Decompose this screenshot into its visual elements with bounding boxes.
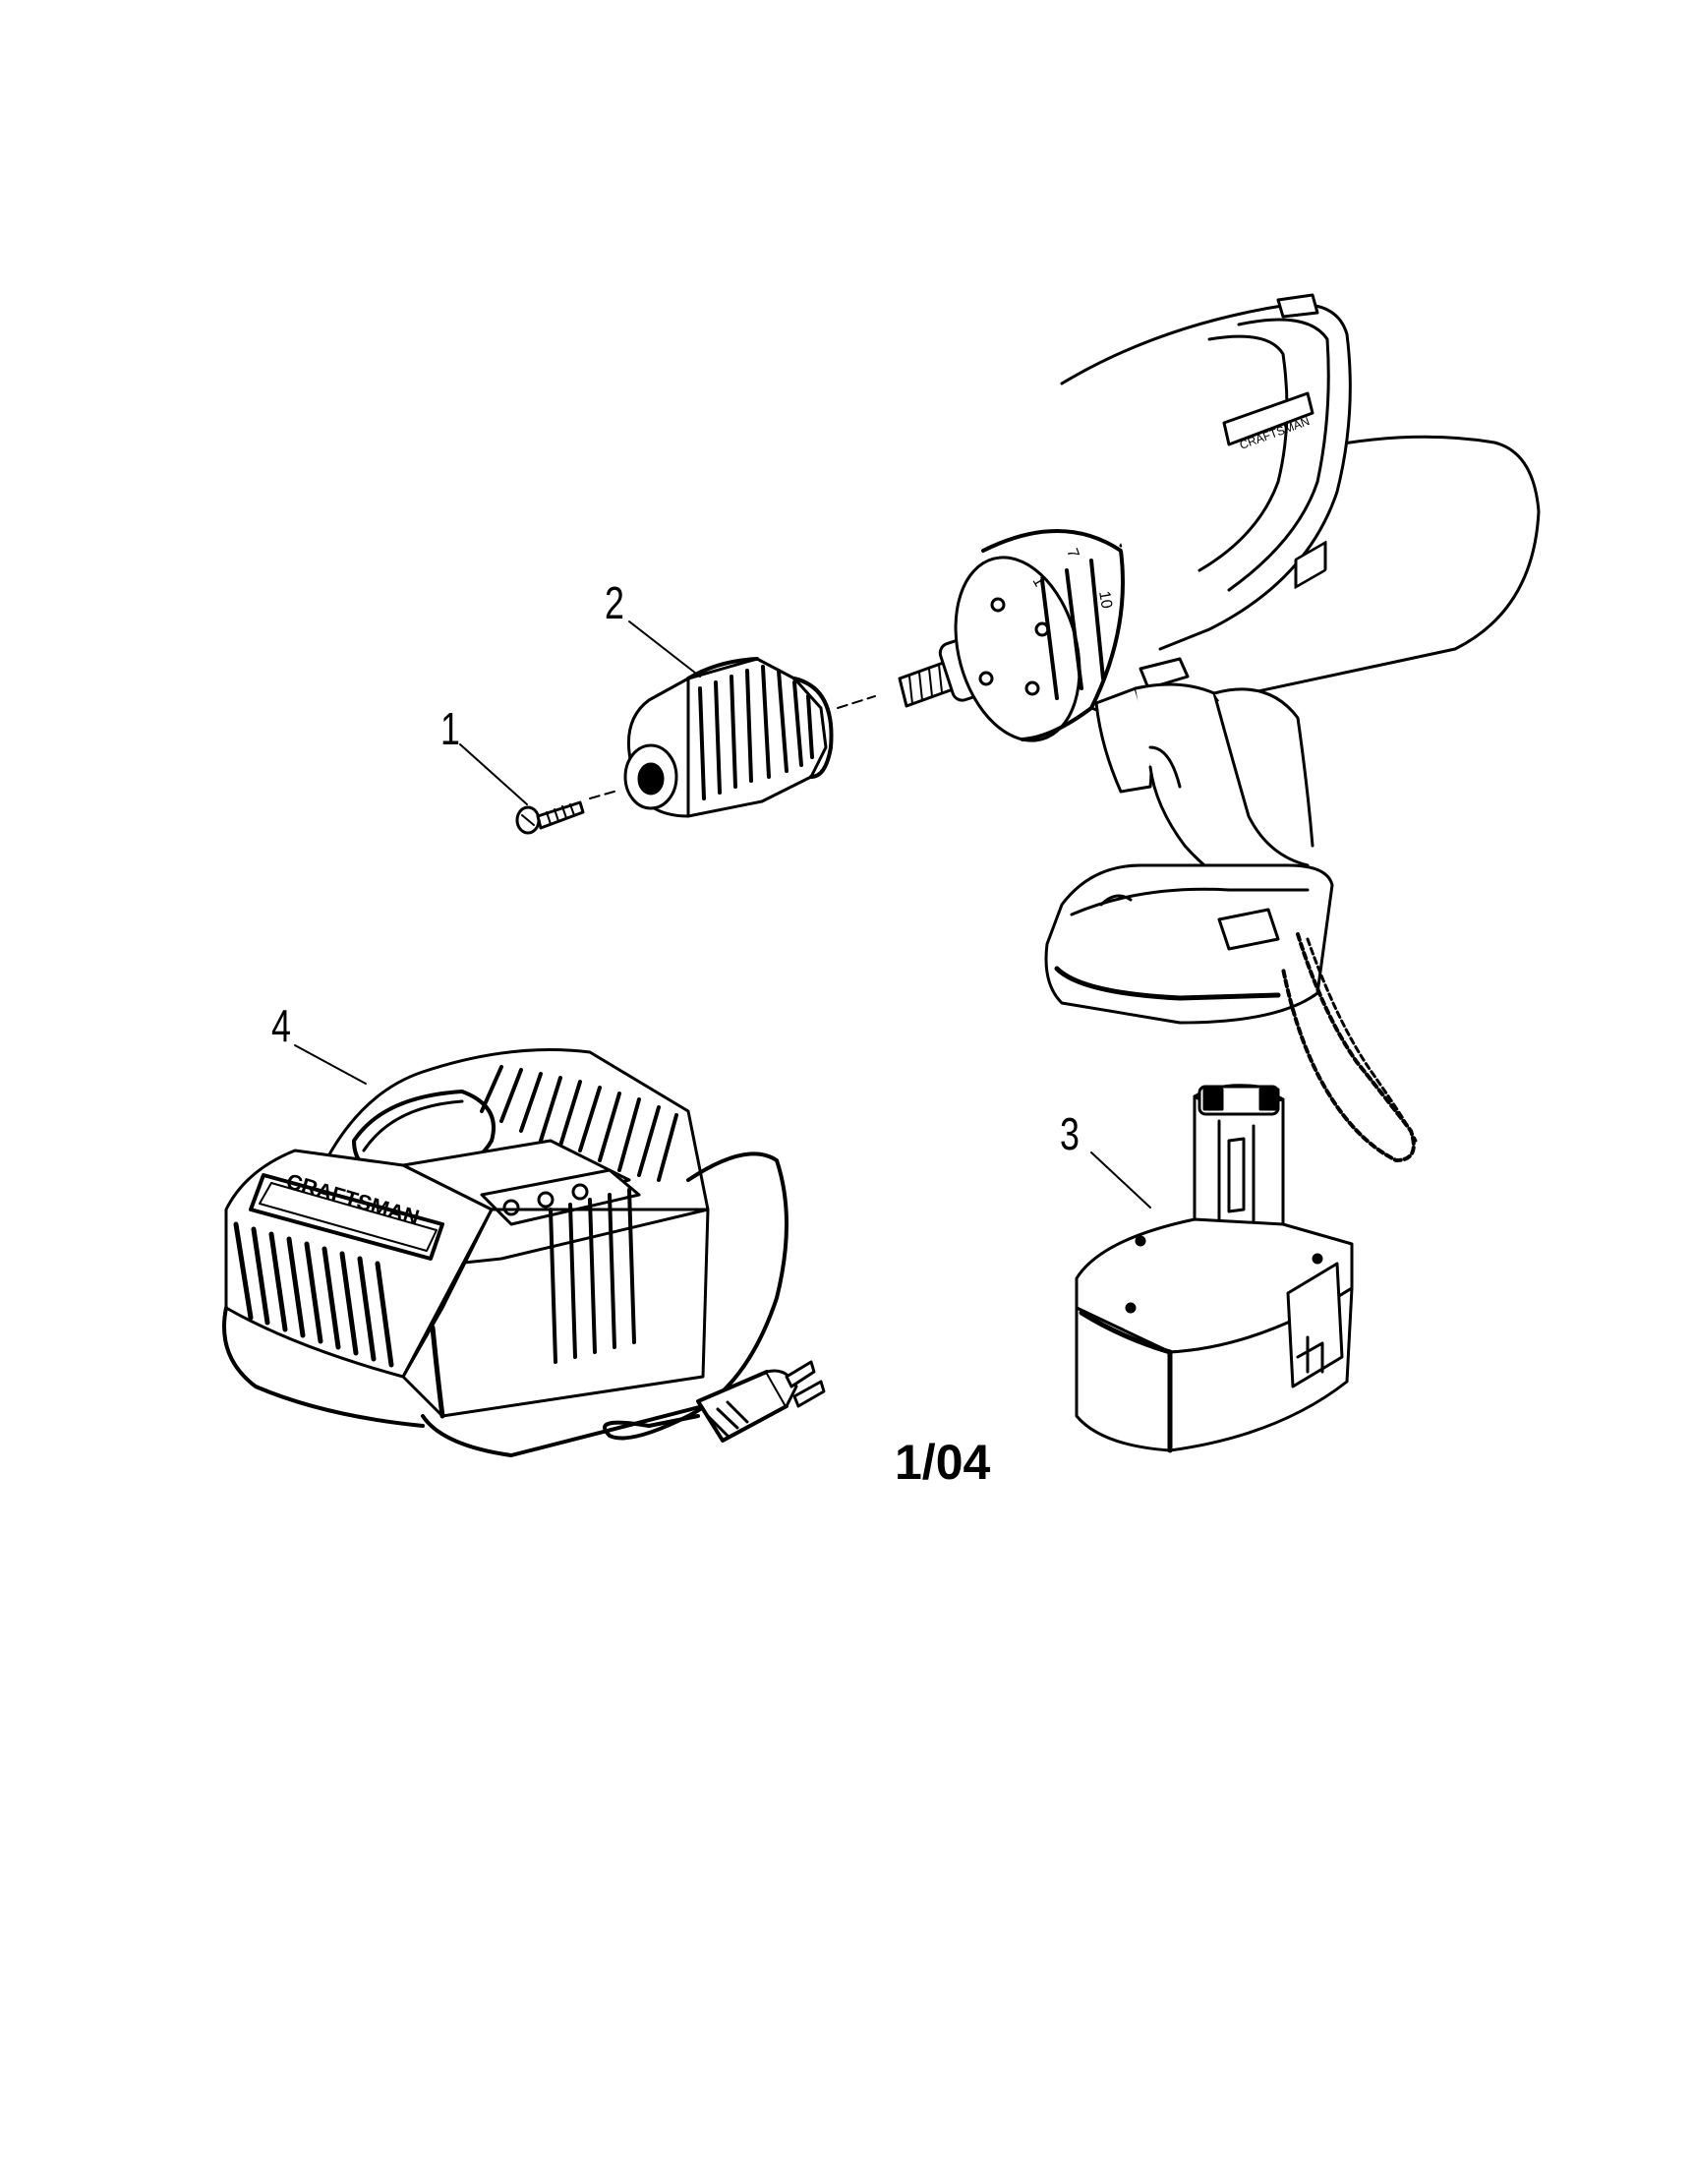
screw-part-1 xyxy=(515,790,618,835)
callout-2: 2 xyxy=(605,577,624,628)
leader-line-3 xyxy=(1090,1151,1151,1209)
leader-line-2 xyxy=(628,620,701,678)
battery-part-3 xyxy=(1075,540,1354,1453)
drill-body: CRAFTSMAN 1 7 10 xyxy=(898,293,1541,1162)
revision-label: 1/04 xyxy=(895,1435,991,1490)
callout-1: 1 xyxy=(440,703,460,754)
svg-text:10: 10 xyxy=(1095,590,1115,611)
leader-line-1 xyxy=(459,743,528,805)
svg-text:7: 7 xyxy=(1063,547,1081,561)
chuck-part-2 xyxy=(623,657,876,818)
leader-line-4 xyxy=(294,1044,367,1085)
charger-part-4: CRAFTSMAN xyxy=(222,1048,826,1457)
callout-3: 3 xyxy=(1060,1108,1080,1159)
callout-4: 4 xyxy=(271,1000,291,1051)
